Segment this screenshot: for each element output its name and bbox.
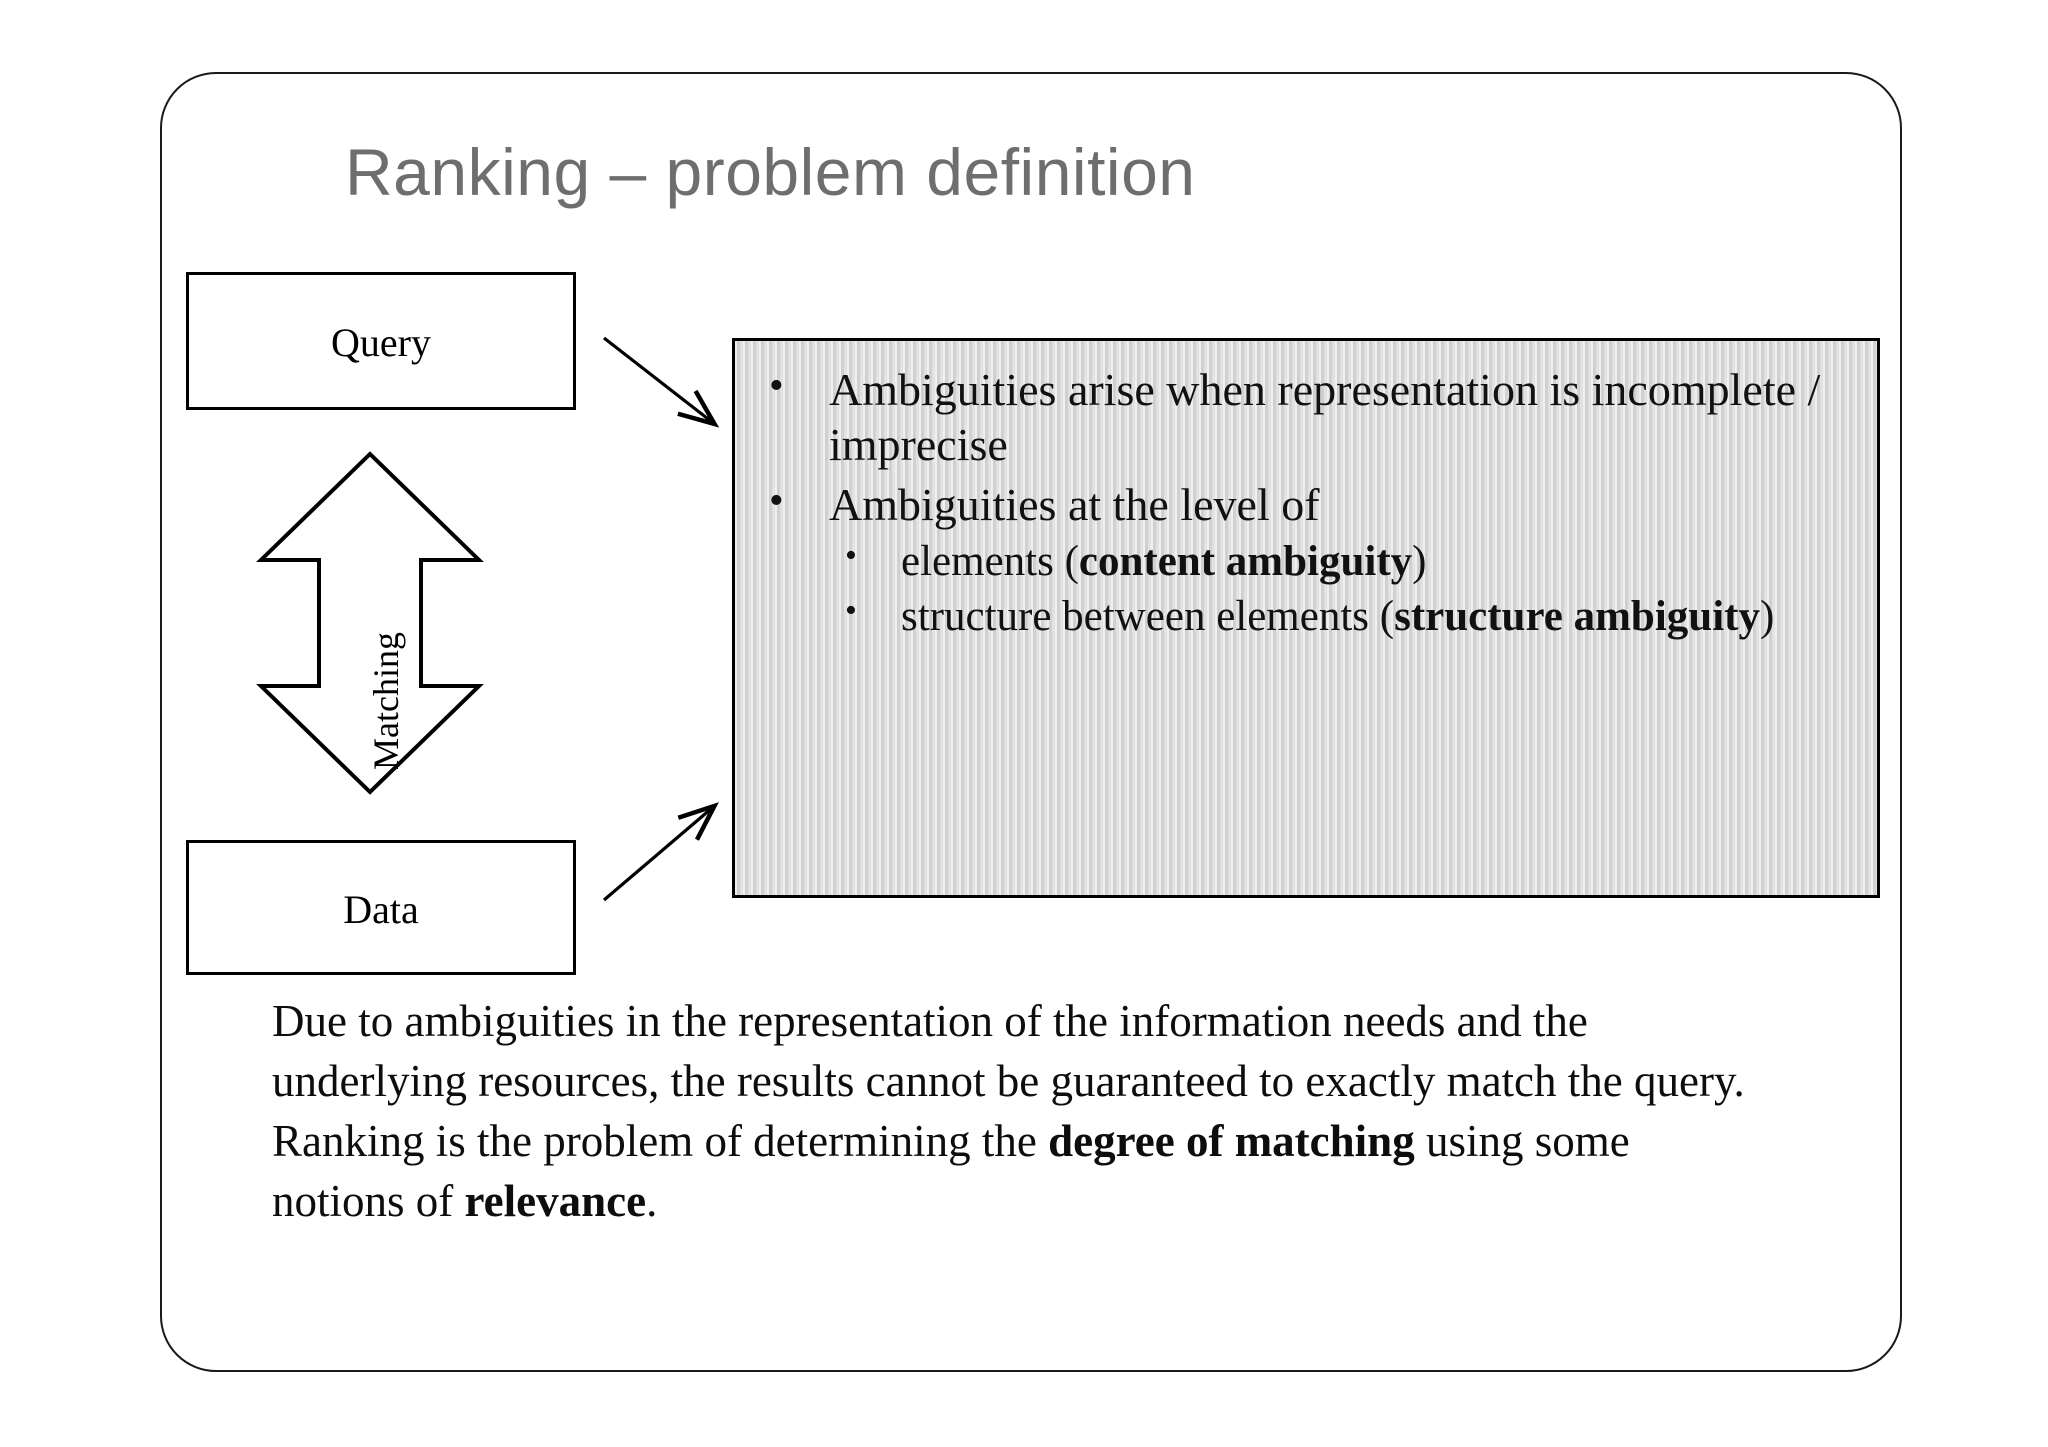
summary-bold1: degree of matching (1048, 1115, 1415, 1166)
sub-bullet-suffix: ) (1412, 538, 1427, 586)
sub-bullet-prefix: elements ( (901, 538, 1079, 586)
data-box-label: Data (343, 886, 419, 932)
matching-double-arrow-icon (255, 448, 485, 798)
ambiguities-panel: Ambiguities arise when representation is… (732, 338, 1880, 898)
sub-bullet-item: structure between elements (structure am… (829, 589, 1859, 643)
sub-bullet-prefix: structure between elements ( (901, 592, 1395, 640)
summary-bold2: relevance (464, 1175, 647, 1226)
bullet-item: Ambiguities at the level of elements (co… (747, 476, 1859, 643)
data-box: Data (186, 840, 576, 975)
bullet-text: Ambiguities arise when representation is… (829, 364, 1821, 470)
query-box: Query (186, 272, 576, 410)
sub-bullet-bold: structure ambiguity (1394, 592, 1760, 640)
summary-part1: Due to ambiguities in the representation… (272, 996, 1745, 1166)
bullet-list-level2: elements (content ambiguity) structure b… (829, 534, 1859, 643)
summary-part2: using some notions of (272, 1115, 1630, 1226)
bullet-item: Ambiguities arise when representation is… (747, 361, 1859, 472)
summary-paragraph: Due to ambiguities in the representation… (272, 992, 1762, 1231)
bullet-list-level1: Ambiguities arise when representation is… (747, 361, 1859, 643)
sub-bullet-bold: content ambiguity (1078, 538, 1413, 586)
matching-arrow-label: Matching (366, 632, 406, 770)
sub-bullet-suffix: ) (1759, 592, 1775, 640)
sub-bullet-item: elements (content ambiguity) (829, 534, 1859, 588)
summary-part3: . (646, 1175, 658, 1226)
bullet-text: Ambiguities at the level of (829, 479, 1320, 531)
page-title: Ranking – problem definition (345, 135, 1196, 209)
query-box-label: Query (331, 320, 431, 365)
